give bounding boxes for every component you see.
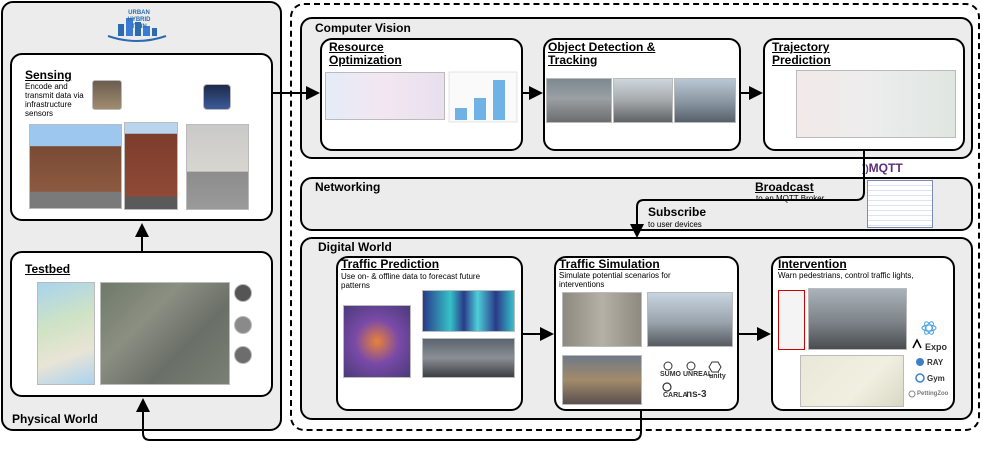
testbed-device-photo-2 [234, 316, 252, 334]
traffic-simulation-desc: Simulate potential scenarios for interve… [559, 271, 671, 289]
object-detection-title: Object Detection & Tracking [548, 40, 656, 67]
mqtt-logo-text: MQTT [868, 161, 903, 175]
intervention-map-image [800, 355, 904, 407]
trajectory-image [796, 70, 956, 138]
simulation-image-3 [562, 355, 642, 405]
ray-logo: RAY [927, 358, 944, 367]
traffic-heatmap-image [343, 305, 411, 378]
traffic-prediction-title: Traffic Prediction [341, 257, 440, 271]
gym-logo: Gym [927, 374, 945, 383]
trajectory-prediction-title: Trajectory Prediction [772, 40, 831, 67]
building-photo-2 [124, 122, 178, 210]
broadcast-title: Broadcast [755, 180, 814, 194]
intervention-desc: Warn pedestrians, control traffic lights… [778, 271, 914, 280]
testbed-area-map [100, 282, 230, 385]
testbed-device-photo-1 [234, 284, 252, 302]
subscribe-title: Subscribe [648, 205, 707, 219]
pettingzoo-logo: PettingZoo [917, 391, 949, 397]
digital-world-label: Digital World [318, 240, 392, 254]
resource-diagram-image [325, 72, 445, 120]
intervention-title: Intervention [778, 257, 847, 271]
computer-vision-label: Computer Vision [315, 21, 411, 35]
expo-logo: Expo [925, 342, 948, 352]
intervention-street-image [808, 288, 907, 350]
broadcast-desc: to an MQTT Broker [756, 194, 825, 203]
city-skyline-icon [107, 18, 167, 42]
mqtt-message-log [867, 180, 933, 228]
lidar-sensor-image [203, 84, 231, 110]
ns3-logo: ns-3 [686, 389, 707, 400]
sumo-logo: SUMO [660, 371, 681, 378]
simulation-image-2 [647, 292, 733, 347]
building-photo-1 [29, 124, 122, 209]
camera-sensor-image [92, 80, 122, 110]
physical-world-label: Physical World [12, 412, 98, 426]
carla-logo: CARLA [663, 392, 688, 399]
sensing-desc: Encode and transmit data via infrastruct… [25, 82, 84, 118]
manhattan-map [37, 282, 95, 385]
simulation-image-1 [562, 292, 642, 347]
testbed-title: Testbed [25, 262, 71, 276]
unreal-logo: UNREAL [683, 371, 713, 378]
detection-image-2 [613, 78, 673, 123]
mqtt-icon: )) [862, 164, 869, 175]
traffic-spectrum-chart [422, 290, 515, 332]
testbed-device-photo-3 [234, 346, 252, 364]
traffic-street-image [422, 338, 515, 378]
logo-text: URBAN HYBRID TWIN [127, 10, 151, 30]
traffic-simulation-title: Traffic Simulation [559, 257, 660, 271]
traffic-prediction-desc: Use on- & offline data to forecast futur… [341, 272, 481, 290]
detection-image-3 [674, 78, 736, 123]
detection-image-1 [546, 78, 612, 123]
sensing-title: Sensing [25, 68, 72, 82]
mqtt-logo: ))MQTT [862, 161, 903, 175]
intervention-phone-image [778, 290, 805, 350]
subscribe-desc: to user devices [648, 220, 702, 229]
resource-optimization-title: Resource Optimization [329, 40, 402, 67]
tripod-photo [186, 124, 249, 210]
urban-hybrid-twin-logo: URBAN HYBRID TWIN [104, 6, 170, 44]
networking-label: Networking [315, 180, 381, 194]
unity-logo: unity [709, 373, 726, 380]
